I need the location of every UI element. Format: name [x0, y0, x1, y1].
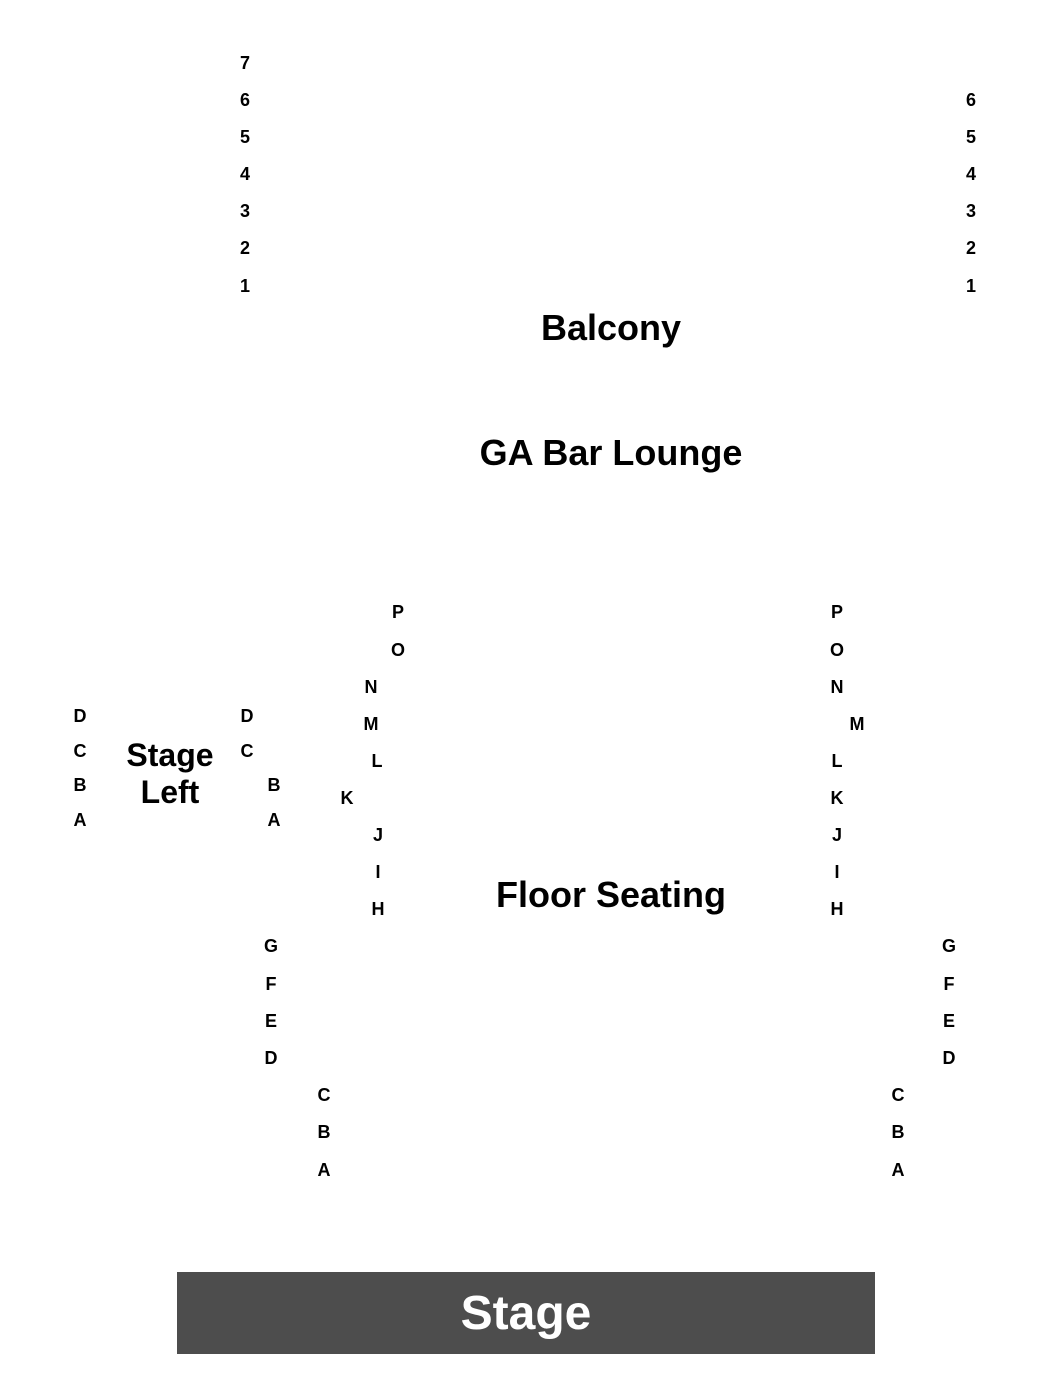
row-label[interactable]: B	[891, 1122, 905, 1142]
row-label[interactable]: 5	[239, 127, 250, 147]
row-label[interactable]: 2	[239, 238, 250, 258]
row-label[interactable]: D	[73, 706, 87, 726]
row-label[interactable]: B	[267, 775, 281, 795]
stage-label: Stage	[460, 1286, 592, 1340]
row-label[interactable]: J	[831, 825, 842, 845]
row-label[interactable]: C	[317, 1085, 331, 1105]
row-label[interactable]: C	[240, 741, 254, 761]
row-label[interactable]: A	[267, 810, 281, 830]
row-label[interactable]: A	[73, 810, 87, 830]
row-label[interactable]: 1	[239, 276, 250, 296]
section-balcony[interactable]: Balcony	[540, 307, 682, 348]
row-label[interactable]: 2	[965, 238, 976, 258]
row-label[interactable]: 3	[965, 201, 976, 221]
section-floor-seating[interactable]: Floor Seating	[495, 874, 727, 915]
row-label[interactable]: 4	[239, 164, 250, 184]
row-label[interactable]: O	[829, 640, 844, 660]
row-label[interactable]: P	[391, 602, 404, 622]
row-label[interactable]: I	[375, 862, 381, 882]
row-label[interactable]: 7	[239, 53, 250, 73]
row-label[interactable]: K	[830, 788, 844, 808]
row-label[interactable]: L	[371, 751, 383, 771]
row-label[interactable]: N	[364, 677, 378, 697]
row-label[interactable]: A	[317, 1160, 331, 1180]
section-stage-left[interactable]: Stage Left	[126, 737, 214, 810]
row-label[interactable]: O	[390, 640, 405, 660]
row-label[interactable]: L	[831, 751, 843, 771]
row-label[interactable]: E	[264, 1011, 277, 1031]
section-ga-bar-lounge[interactable]: GA Bar Lounge	[479, 432, 743, 473]
row-label[interactable]: 4	[965, 164, 976, 184]
row-label[interactable]: 5	[965, 127, 976, 147]
row-label[interactable]: H	[830, 899, 844, 919]
row-label[interactable]: E	[942, 1011, 955, 1031]
row-label[interactable]: B	[73, 775, 87, 795]
row-label[interactable]: D	[240, 706, 254, 726]
row-label[interactable]: F	[265, 974, 277, 994]
stage-block: Stage	[177, 1272, 875, 1354]
row-label[interactable]: J	[372, 825, 383, 845]
row-label[interactable]: D	[264, 1048, 278, 1068]
row-label[interactable]: 1	[965, 276, 976, 296]
row-label[interactable]: K	[340, 788, 354, 808]
row-label[interactable]: M	[363, 714, 379, 734]
row-label[interactable]: G	[263, 936, 278, 956]
row-label[interactable]: P	[830, 602, 843, 622]
row-label[interactable]: C	[73, 741, 87, 761]
row-label[interactable]: B	[317, 1122, 331, 1142]
row-label[interactable]: G	[941, 936, 956, 956]
row-label[interactable]: C	[891, 1085, 905, 1105]
row-label[interactable]: A	[891, 1160, 905, 1180]
row-label[interactable]: D	[942, 1048, 956, 1068]
row-label[interactable]: H	[371, 899, 385, 919]
row-label[interactable]: M	[849, 714, 865, 734]
row-label[interactable]: I	[834, 862, 840, 882]
row-label[interactable]: F	[943, 974, 955, 994]
row-label[interactable]: 3	[239, 201, 250, 221]
row-label[interactable]: 6	[239, 90, 250, 110]
row-label[interactable]: N	[830, 677, 844, 697]
row-label[interactable]: 6	[965, 90, 976, 110]
